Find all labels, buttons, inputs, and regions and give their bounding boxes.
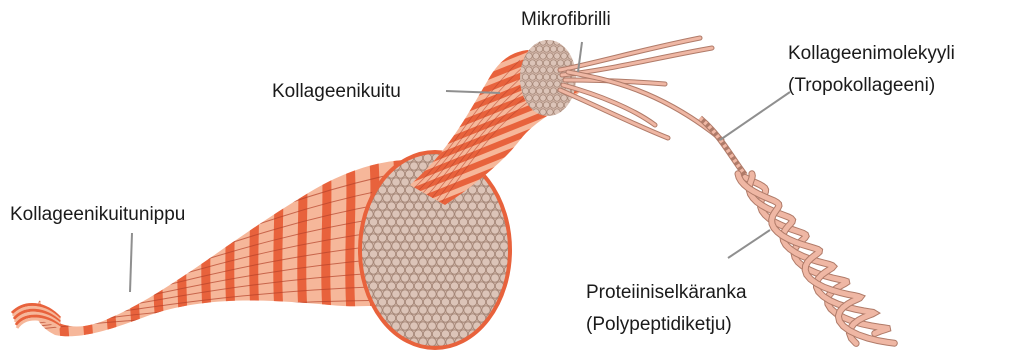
label-protein-backbone-line2: (Polypeptidiketju) bbox=[586, 313, 732, 337]
label-collagen-fiber: Kollageenikuitu bbox=[272, 80, 401, 104]
label-protein-backbone-line1: Proteiiniselkäranka bbox=[586, 281, 747, 305]
bundle-tail bbox=[12, 304, 60, 328]
leader-collagen-molecule bbox=[720, 92, 790, 140]
leader-fiber-bundle bbox=[130, 233, 132, 292]
label-collagen-molecule-line1: Kollageenimolekyyli bbox=[788, 42, 955, 66]
triple-helix bbox=[738, 174, 894, 344]
label-fiber-bundle: Kollageenikuitunippu bbox=[10, 203, 185, 227]
label-microfibril: Mikrofibrilli bbox=[521, 8, 611, 32]
leader-protein-backbone bbox=[728, 230, 770, 258]
microfibril-strands bbox=[560, 38, 722, 140]
label-collagen-molecule-line2: (Tropokollageeni) bbox=[788, 74, 935, 98]
